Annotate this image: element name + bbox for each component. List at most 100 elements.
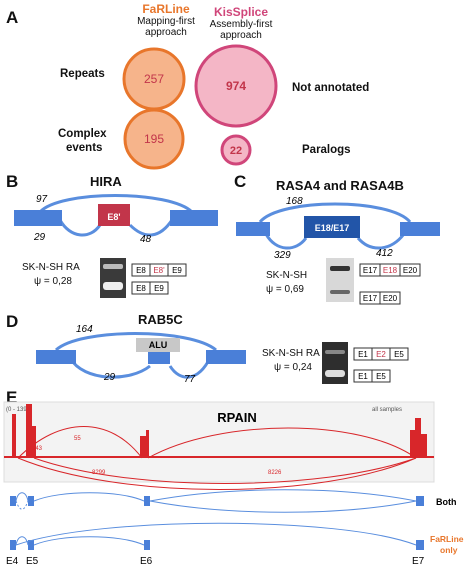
rasa4-num-right: 412	[376, 248, 393, 259]
panel-b-gel	[100, 258, 126, 298]
panel-b-diagram: E8' 97 29 48	[14, 194, 218, 245]
svg-text:E8: E8	[136, 284, 146, 293]
rpain-track-farline-only	[10, 522, 424, 550]
svg-text:E18: E18	[383, 266, 398, 275]
panel-d-gel	[322, 342, 348, 384]
svg-text:E5: E5	[394, 350, 404, 359]
hira-exon-left	[14, 210, 62, 226]
rab5c-alu-label: ALU	[149, 340, 168, 350]
panel-d-cell-line: SK-N-SH RA	[262, 348, 320, 359]
rasa4-exon-left	[236, 222, 270, 236]
hira-exon-right	[170, 210, 218, 226]
track-both-label: Both	[436, 497, 457, 507]
panel-d-title: RAB5C	[138, 312, 183, 327]
panel-e-diagram: (0 - 1397) all samples RPAIN 55 543 8299…	[3, 401, 464, 567]
svg-text:8299: 8299	[92, 470, 106, 476]
rpain-all-samples: all samples	[372, 407, 402, 413]
panel-c-title: RASA4 and RASA4B	[276, 178, 404, 193]
farline-sub2: approach	[145, 27, 187, 38]
rpain-track-both	[10, 489, 424, 513]
farline-name: FaRLine	[142, 2, 190, 16]
rab5c-exon-mid	[148, 350, 170, 364]
paralogs-label: Paralogs	[302, 144, 351, 156]
panel-d-diagram: ALU 164 29 77	[36, 324, 246, 385]
farline-repeats-value: 257	[144, 72, 164, 86]
panel-c-psi: ψ = 0,69	[266, 284, 304, 295]
rab5c-exon-left	[36, 350, 76, 364]
panel-b-title: HIRA	[90, 174, 122, 189]
rasa4-num-top: 168	[286, 196, 303, 207]
farline-complex-circle	[123, 108, 185, 170]
panel-c-letter: C	[234, 172, 247, 191]
svg-text:E8: E8	[136, 266, 146, 275]
panel-d-letter: D	[6, 312, 19, 331]
farline-complex-value: 195	[144, 132, 164, 146]
panel-c-isoforms: E17 E18 E20 E17 E20	[359, 263, 421, 305]
farline-header: FaRLine Mapping-first approach	[126, 2, 206, 38]
svg-text:E8': E8'	[153, 266, 165, 275]
svg-text:E20: E20	[403, 266, 418, 275]
panel-b-letter: B	[6, 172, 19, 191]
rpain-coverage	[4, 404, 434, 458]
kissplice-name: KisSplice	[213, 5, 269, 19]
svg-text:E9: E9	[154, 284, 164, 293]
panel-d-psi: ψ = 0,24	[274, 362, 312, 373]
exon-e7-label: E7	[412, 556, 425, 567]
rab5c-exon-right	[206, 350, 246, 364]
svg-text:E17: E17	[363, 266, 378, 275]
svg-text:E5: E5	[376, 372, 386, 381]
kissplice-repeats-value: 974	[226, 79, 246, 93]
rab5c-num-top: 164	[76, 324, 93, 335]
row-complex-label-2: events	[66, 142, 103, 154]
svg-text:E1: E1	[358, 350, 368, 359]
panel-b-cell-line: SK-N-SH RA	[22, 262, 80, 273]
svg-text:8226: 8226	[268, 470, 282, 476]
rasa4-exon-label: E18/E17	[315, 223, 350, 233]
exon-e5-label: E5	[26, 556, 39, 567]
rasa4-exon-alt	[304, 216, 360, 238]
panel-c-diagram: E18/E17 168 329 412	[236, 196, 440, 261]
row-repeats-label: Repeats	[60, 68, 105, 80]
panel-b-psi: ψ = 0,28	[34, 276, 72, 287]
row-complex-label-1: Complex	[58, 128, 107, 140]
rab5c-num-left: 29	[103, 372, 116, 383]
rasa4-exon-right	[400, 222, 440, 236]
track-farline-only-label-1: FaRLine	[430, 534, 464, 544]
rasa4-num-left: 329	[274, 250, 291, 261]
svg-text:E1: E1	[358, 372, 368, 381]
panel-b-isoforms: E8 E8' E9 E8 E9	[131, 263, 187, 295]
svg-text:55: 55	[74, 436, 81, 442]
kissplice-sub1: Assembly-first	[209, 19, 273, 30]
rpain-title: RPAIN	[217, 410, 256, 425]
svg-text:E2: E2	[376, 350, 386, 359]
panel-a-letter: A	[6, 8, 19, 27]
panel-c-cell-line: SK-N-SH	[266, 270, 308, 281]
svg-text:E9: E9	[172, 266, 182, 275]
rab5c-num-right: 77	[184, 374, 196, 385]
kissplice-paralogs-circle	[220, 134, 252, 166]
hira-num-right: 48	[140, 234, 152, 245]
kissplice-paralogs-value: 22	[230, 145, 242, 157]
svg-text:E20: E20	[383, 294, 398, 303]
panel-c-gel	[326, 258, 354, 302]
exon-e6-label: E6	[140, 556, 153, 567]
hira-num-top: 97	[36, 194, 48, 205]
kissplice-header: KisSplice Assembly-first approach	[196, 5, 286, 41]
hira-num-left: 29	[33, 232, 46, 243]
rab5c-alu	[136, 338, 180, 352]
svg-text:E17: E17	[363, 294, 378, 303]
rpain-junctions	[17, 426, 417, 490]
exon-e4-label: E4	[6, 556, 19, 567]
farline-sub1: Mapping-first	[137, 16, 195, 27]
panel-d-isoforms: E1 E2 E5 E1 E5	[353, 347, 409, 383]
kissplice-repeats-circle	[194, 44, 278, 128]
panel-e-letter: E	[6, 388, 18, 407]
rpain-axis-label: (0 - 1397)	[6, 407, 32, 413]
hira-exon-alt	[98, 204, 130, 226]
hira-exon-label: E8'	[107, 212, 120, 222]
track-farline-only-label-2: only	[440, 545, 458, 555]
not-annotated-label: Not annotated	[292, 82, 370, 94]
panel-a-circles: 257 195 974 22	[122, 44, 278, 170]
svg-text:543: 543	[32, 446, 43, 452]
kissplice-sub2: approach	[220, 30, 262, 41]
